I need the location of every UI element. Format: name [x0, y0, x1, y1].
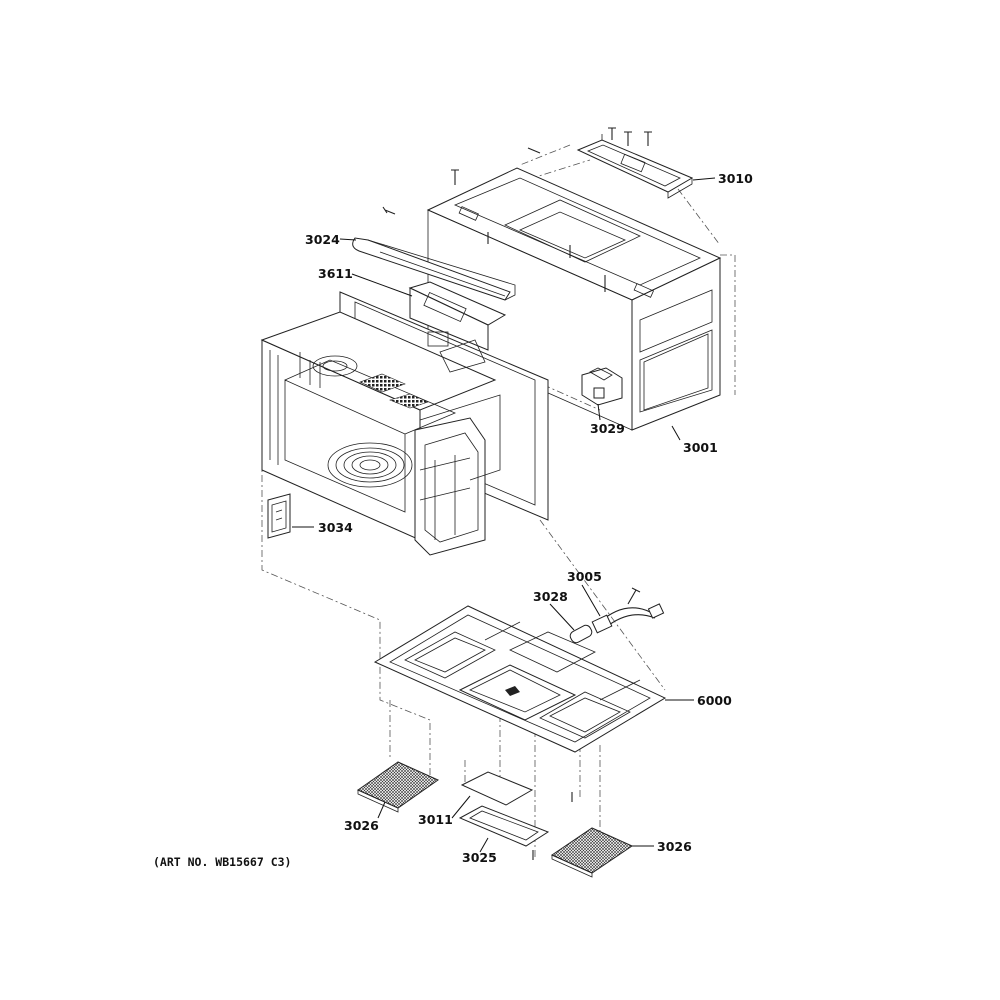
callout-3010: 3010 [718, 171, 753, 186]
part-3010-cover-plate [576, 127, 694, 199]
callout-labels: 3010 3024 3611 3029 3001 3034 3005 3028 … [153, 171, 753, 869]
part-3026-filter-right [550, 827, 634, 878]
part-3611-panel [408, 281, 507, 351]
callout-3034: 3034 [318, 520, 353, 535]
callout-3025: 3025 [462, 850, 497, 865]
part-3024-vent-grille [352, 206, 516, 301]
leader-lines [292, 177, 716, 853]
callout-3001: 3001 [683, 440, 718, 455]
part-3034-plate [267, 493, 291, 539]
part-3011-lens [460, 771, 534, 806]
part-3025-frame [458, 792, 573, 860]
part-3001-outer-cabinet [426, 147, 722, 431]
callout-3611: 3611 [318, 266, 353, 281]
callout-6000: 6000 [697, 693, 732, 708]
callout-3024: 3024 [305, 232, 340, 247]
part-3028-bulb [569, 624, 593, 644]
part-3026-filter-left [356, 761, 440, 813]
callout-3028: 3028 [533, 589, 568, 604]
callout-3029: 3029 [590, 421, 625, 436]
art-number: (ART NO. WB15667 C3) [153, 855, 291, 869]
callout-3005: 3005 [567, 569, 602, 584]
part-3029-sensor [581, 367, 623, 406]
callout-3026-right: 3026 [657, 839, 692, 854]
cavity-chassis [260, 291, 549, 556]
part-6000-base-plate [373, 605, 667, 753]
callout-3026-left: 3026 [344, 818, 379, 833]
callout-3011: 3011 [418, 812, 453, 827]
part-3005-harness [591, 587, 665, 634]
